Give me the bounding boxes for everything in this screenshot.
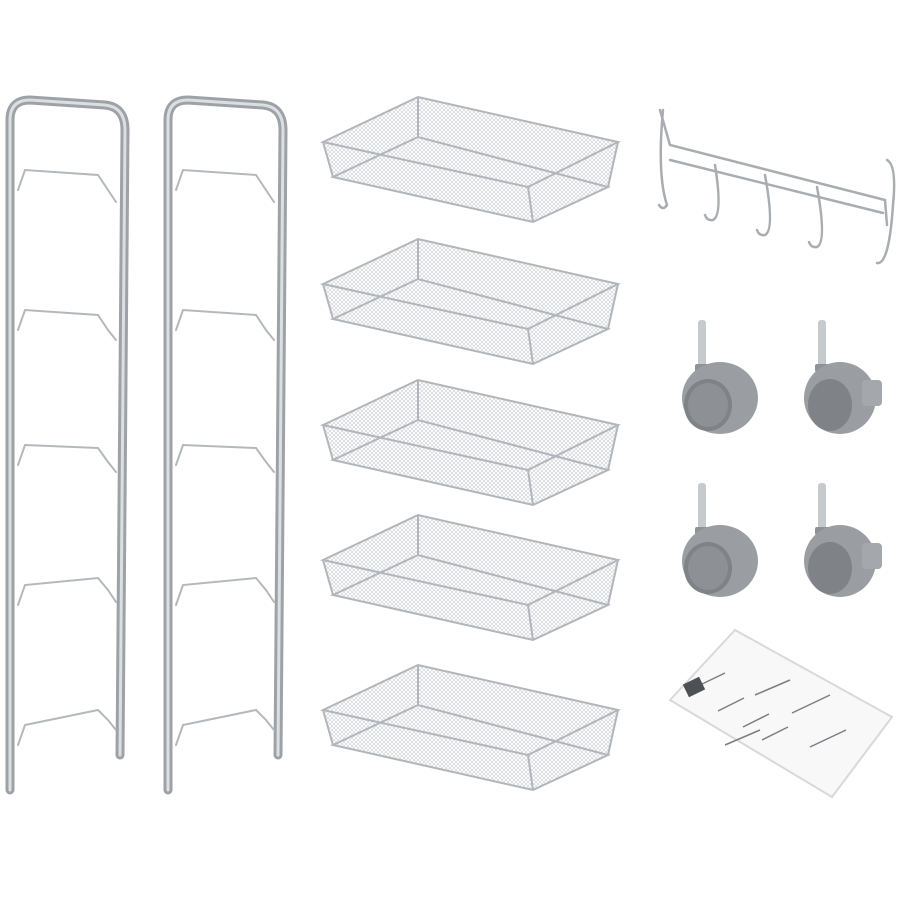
caster-wheel-icon (682, 483, 758, 597)
mesh-basket-icon (319, 513, 621, 642)
caster-4 (800, 483, 885, 603)
basket-1 (318, 92, 623, 232)
caster-1 (678, 320, 763, 440)
basket-4 (318, 510, 623, 650)
caster-3 (678, 483, 763, 603)
mesh-basket-icon (319, 95, 621, 224)
side-frame-left (0, 90, 140, 800)
basket-5 (318, 660, 623, 800)
caster-wheel-icon (804, 483, 882, 597)
mesh-basket-icon (319, 237, 621, 366)
side-frame-icon (5, 95, 130, 795)
basket-3 (318, 375, 623, 515)
caster-wheel-icon (682, 320, 758, 434)
side-frame-right (158, 90, 298, 800)
instruction-manual (660, 625, 897, 805)
mesh-basket-icon (319, 378, 621, 507)
instruction-sheet-icon (668, 628, 894, 799)
hook-rail-icon (657, 108, 896, 265)
basket-2 (318, 234, 623, 374)
side-frame-icon (163, 95, 288, 795)
mesh-basket-icon (319, 663, 621, 792)
hook-rail (655, 105, 897, 270)
caster-wheel-icon (804, 320, 882, 434)
caster-2 (800, 320, 885, 440)
